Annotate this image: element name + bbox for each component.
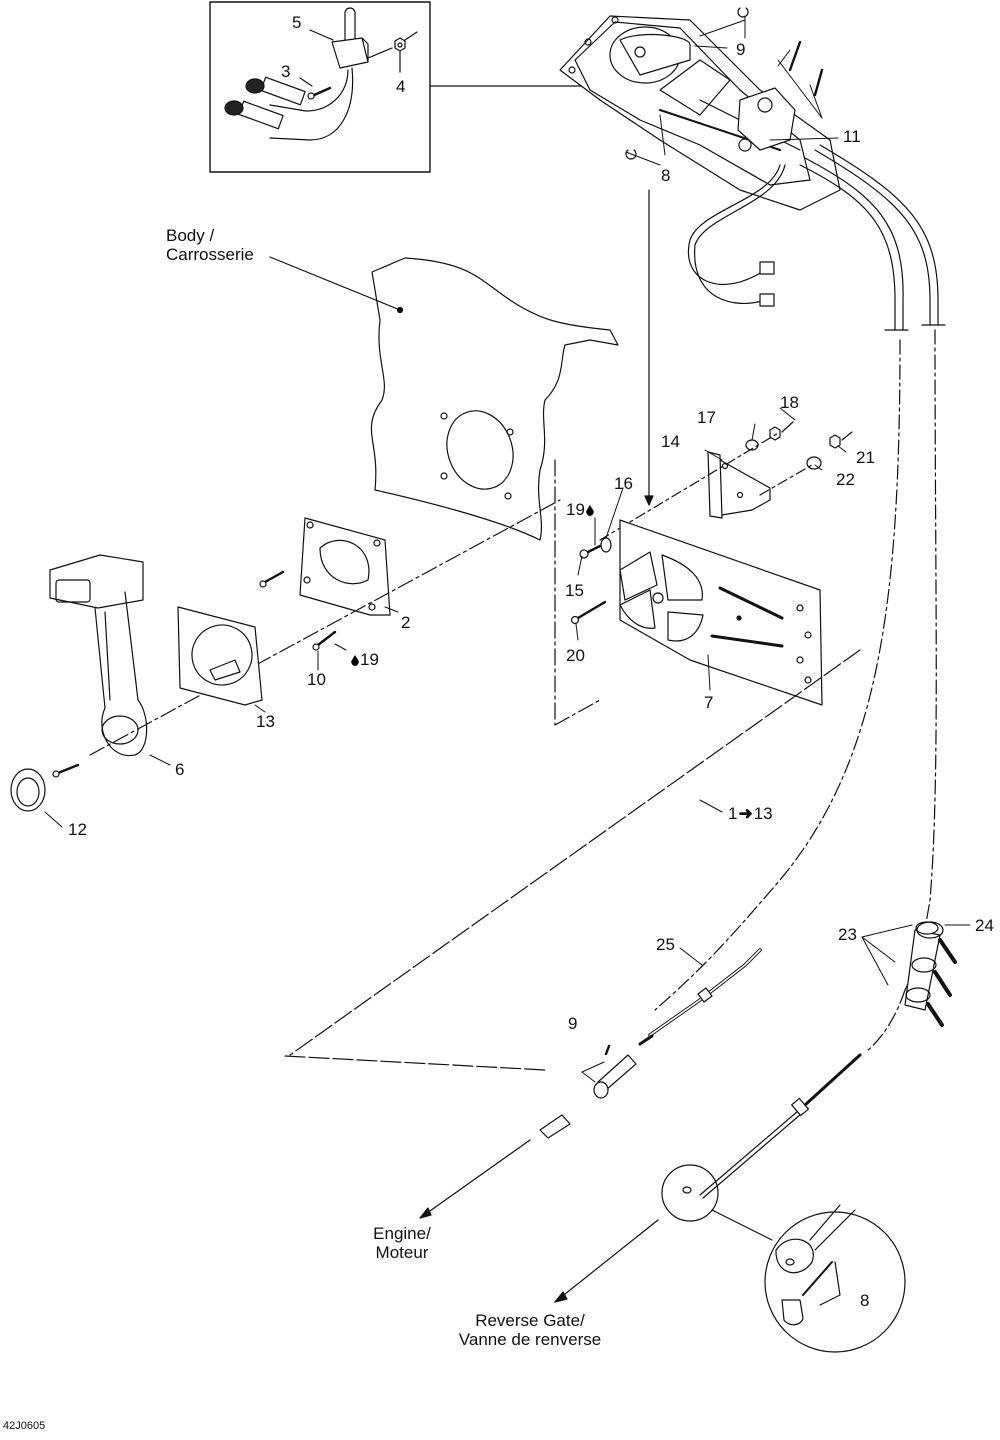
callout-17: 17 <box>697 408 716 427</box>
callout-25: 25 <box>656 935 675 954</box>
reverse-gate-arrow <box>554 1219 659 1303</box>
callout-8-bottom: 8 <box>860 1291 870 1310</box>
inset-connector-1 <box>245 76 306 106</box>
callout-19-sealant-b: 19 <box>350 650 379 669</box>
callout-2: 2 <box>401 613 411 632</box>
mounting-plate-2 <box>299 517 391 616</box>
clip-8-top <box>625 149 637 160</box>
clip-9-top <box>737 7 749 18</box>
callout-20: 20 <box>566 646 585 665</box>
callout-19-a-text: 19 <box>566 500 585 519</box>
washer-16 <box>600 537 612 553</box>
cable-block-11 <box>737 87 796 152</box>
engine-label-en: Engine/ <box>373 1224 431 1243</box>
range-to: 13 <box>753 804 773 823</box>
body-label-en: Body / <box>166 226 215 245</box>
throttle-handle-6 <box>49 554 148 757</box>
cables-right <box>799 144 946 331</box>
control-housing <box>559 15 841 211</box>
callout-leaders <box>44 15 971 1083</box>
clamps-23-24 <box>904 921 957 1027</box>
range-callout: 1➜13 <box>728 804 773 823</box>
cam-segments <box>619 551 704 642</box>
callout-6: 6 <box>175 760 185 779</box>
engine-arrow <box>419 1139 531 1219</box>
cap-12 <box>10 768 46 812</box>
callout-19-sealant-a: 19 <box>566 500 595 519</box>
body-panel <box>269 256 619 541</box>
screw-15 <box>579 544 602 559</box>
assembly-arrow-down <box>644 189 654 506</box>
engine-label-fr: Moteur <box>375 1243 429 1262</box>
callout-10: 10 <box>307 670 326 689</box>
detail-circle-large <box>764 1204 906 1353</box>
engine-label: Engine/ Moteur <box>362 1224 442 1262</box>
callout-19-b-text: 19 <box>360 650 379 669</box>
inset-switch-assembly <box>224 7 418 141</box>
body-label: Body / Carrosserie <box>166 226 254 264</box>
callout-22: 22 <box>836 470 855 489</box>
callout-16: 16 <box>614 474 633 493</box>
connector-block <box>539 1114 571 1139</box>
screws-11 <box>788 40 824 97</box>
screw-20 <box>570 600 607 625</box>
reverse-cable <box>699 1053 862 1199</box>
reverse-gate-label-fr: Vanne de renverse <box>458 1330 602 1349</box>
screw-3 <box>307 86 332 100</box>
screw-10 <box>312 630 337 651</box>
bezel-13 <box>177 606 263 706</box>
bracket-14 <box>707 451 771 519</box>
callout-5: 5 <box>292 13 302 32</box>
callout-24: 24 <box>975 916 994 935</box>
cable-25 <box>638 948 762 1046</box>
clevis-9 <box>593 1044 637 1099</box>
callout-9-top: 9 <box>736 40 746 59</box>
callout-9-bottom: 9 <box>568 1014 578 1033</box>
range-from: 1 <box>728 804 738 823</box>
wiring-harness <box>687 164 786 307</box>
callout-18: 18 <box>780 393 799 412</box>
reverse-gate-label: Reverse Gate/ Vanne de renverse <box>430 1311 630 1349</box>
drop-icon <box>585 505 594 516</box>
callout-3: 3 <box>281 62 291 81</box>
callout-15: 15 <box>565 581 584 600</box>
callout-11: 11 <box>843 127 861 146</box>
plate-7 <box>619 519 823 706</box>
screw-plate-upper <box>259 570 285 588</box>
axis-line <box>89 459 601 756</box>
callout-13: 13 <box>256 712 275 731</box>
callout-4: 4 <box>396 77 406 96</box>
range-boundary <box>284 649 861 1071</box>
callout-14: 14 <box>661 432 680 451</box>
inset-connector-2 <box>224 100 284 130</box>
callout-23: 23 <box>838 925 857 944</box>
nut-4 <box>394 31 418 52</box>
body-label-fr: Carrosserie <box>166 245 254 264</box>
reverse-gate-label-en: Reverse Gate/ <box>475 1311 585 1330</box>
detail-circle-small <box>661 1164 773 1241</box>
washers-nuts <box>745 421 853 470</box>
callout-8-top: 8 <box>661 166 671 185</box>
callout-21: 21 <box>856 448 875 467</box>
callout-12: 12 <box>68 820 87 839</box>
bracket-dashes <box>599 431 813 541</box>
arrow-right-icon: ➜ <box>738 804 753 823</box>
figure-id: 42J0605 <box>3 1420 46 1432</box>
callout-7: 7 <box>704 693 714 712</box>
screw-6 <box>52 763 80 778</box>
drop-icon <box>351 655 359 666</box>
